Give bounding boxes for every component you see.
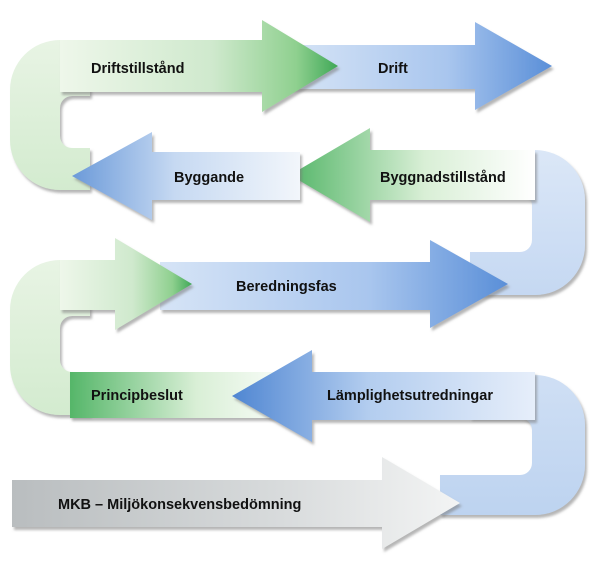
label-drift: Drift (378, 61, 408, 77)
arrow-lamplighetsutredningar (232, 350, 535, 442)
label-lamplighetsutredningar: Lämplighetsutredningar (327, 388, 493, 404)
arrow-drift (290, 22, 552, 110)
label-principbeslut: Principbeslut (91, 388, 183, 404)
label-driftstillstand: Driftstillstånd (91, 61, 184, 77)
arrow-mkb (12, 457, 460, 549)
label-beredningsfas: Beredningsfas (236, 279, 337, 295)
arrow-byggande (72, 132, 300, 220)
label-byggnadstillstand: Byggnadstillstånd (380, 170, 506, 186)
label-byggande: Byggande (174, 170, 244, 186)
label-mkb: MKB – Miljökonsekvensbedömning (58, 497, 301, 513)
arrow-driftstillstand (60, 20, 338, 112)
band-principbeslut (70, 372, 300, 418)
arrow-byggnadstillstand (290, 128, 535, 222)
arrow-beredningsfas-blue (160, 240, 508, 328)
arrow-beredningsfas-green (60, 238, 192, 330)
